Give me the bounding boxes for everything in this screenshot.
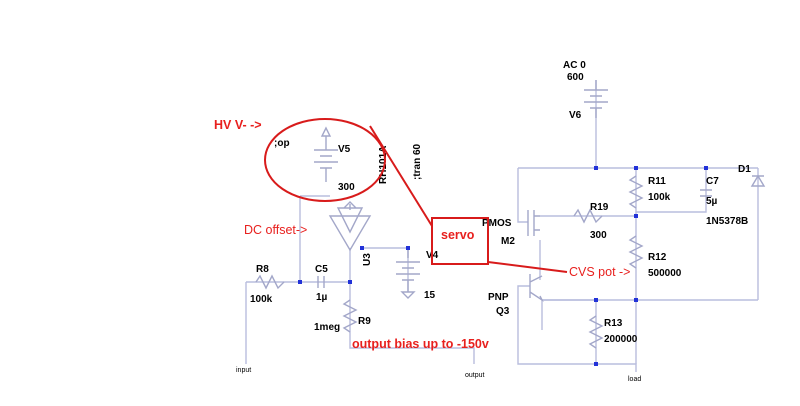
wires [245, 80, 759, 372]
r9-value: 1meg [314, 322, 340, 333]
output-bias-annotation: output bias up to -150v [352, 337, 489, 351]
annotations: HV V- -> DC offset-> servo CVS pot -> ou… [214, 118, 631, 351]
pmos-ref: M2 [501, 236, 515, 247]
v6-source-symbol [584, 80, 608, 118]
junction-nodes [298, 166, 708, 366]
r19-ref: R19 [590, 202, 609, 213]
node-r19-r12 [634, 214, 638, 218]
component-labels: AC 0 600 V6 ;op V5 300 RH101A ;tran 60 U… [236, 60, 751, 383]
node-rail-c7 [704, 166, 708, 170]
node-opamp-supply [360, 246, 364, 250]
c5-symbol [317, 276, 325, 288]
pnp-ref: Q3 [496, 306, 510, 317]
pnp-symbol [529, 274, 544, 303]
c7-value: 5µ [706, 196, 718, 207]
hv-highlight-ellipse [264, 118, 386, 202]
r13-value: 200000 [604, 334, 638, 345]
v4-value: 15 [424, 290, 436, 301]
v6-line1: AC 0 [563, 60, 586, 71]
opamp-ref: U3 [362, 253, 373, 266]
r11-symbol [628, 175, 644, 209]
tran-directive: ;tran 60 [412, 143, 423, 180]
v6-line2: 600 [567, 72, 584, 83]
r13-symbol [588, 315, 604, 349]
node-rail-v6 [594, 166, 598, 170]
d1-model: 1N5378B [706, 216, 748, 227]
r12-value: 500000 [648, 268, 682, 279]
op-directive: ;op [274, 138, 290, 149]
node-c5-right [348, 280, 352, 284]
node-c5-left [298, 280, 302, 284]
d1-symbol [750, 174, 766, 187]
r9-ref: R9 [358, 316, 371, 327]
net-load: load [628, 376, 641, 383]
c7-symbol [700, 189, 712, 197]
servo-box [431, 217, 489, 265]
c5-value: 1µ [316, 292, 328, 303]
node-r12-bottom [634, 298, 638, 302]
pmos-type: PMOS [482, 218, 512, 229]
hv-annotation: HV V- -> [214, 118, 262, 132]
r12-symbol [628, 235, 644, 269]
r8-symbol [255, 274, 285, 290]
opamp-model: RH101A [378, 146, 389, 184]
v5-ref: V5 [338, 144, 351, 155]
r8-value: 100k [250, 294, 273, 305]
opamp-symbol [328, 201, 372, 252]
cvs-pot-annotation: CVS pot -> [569, 265, 631, 279]
r19-value: 300 [590, 230, 607, 241]
pnp-type: PNP [488, 292, 509, 303]
r19-symbol [573, 208, 603, 224]
v6-ref: V6 [569, 110, 582, 121]
r12-ref: R12 [648, 252, 667, 263]
dc-offset-annotation: DC offset-> [244, 223, 307, 237]
servo-pointer-line [369, 125, 433, 227]
v5-value: 300 [338, 182, 355, 193]
pmos-symbol [527, 210, 540, 236]
v5-source-symbol [314, 126, 338, 182]
c5-ref: C5 [315, 264, 328, 275]
cvs-pointer-line [487, 261, 568, 273]
r13-ref: R13 [604, 318, 623, 329]
node-r13-top [594, 298, 598, 302]
r11-ref: R11 [648, 176, 666, 187]
node-rail-r11 [634, 166, 638, 170]
v4-source-symbol [396, 248, 420, 299]
r11-value: 100k [648, 192, 671, 203]
net-output: output [465, 372, 485, 379]
node-v4-top [406, 246, 410, 250]
d1-ref: D1 [738, 164, 751, 175]
r9-symbol [342, 299, 358, 333]
net-input: input [236, 367, 251, 374]
r8-ref: R8 [256, 264, 269, 275]
c7-ref: C7 [706, 176, 719, 187]
servo-annotation: servo [441, 228, 475, 242]
node-r13-bottom [594, 362, 598, 366]
